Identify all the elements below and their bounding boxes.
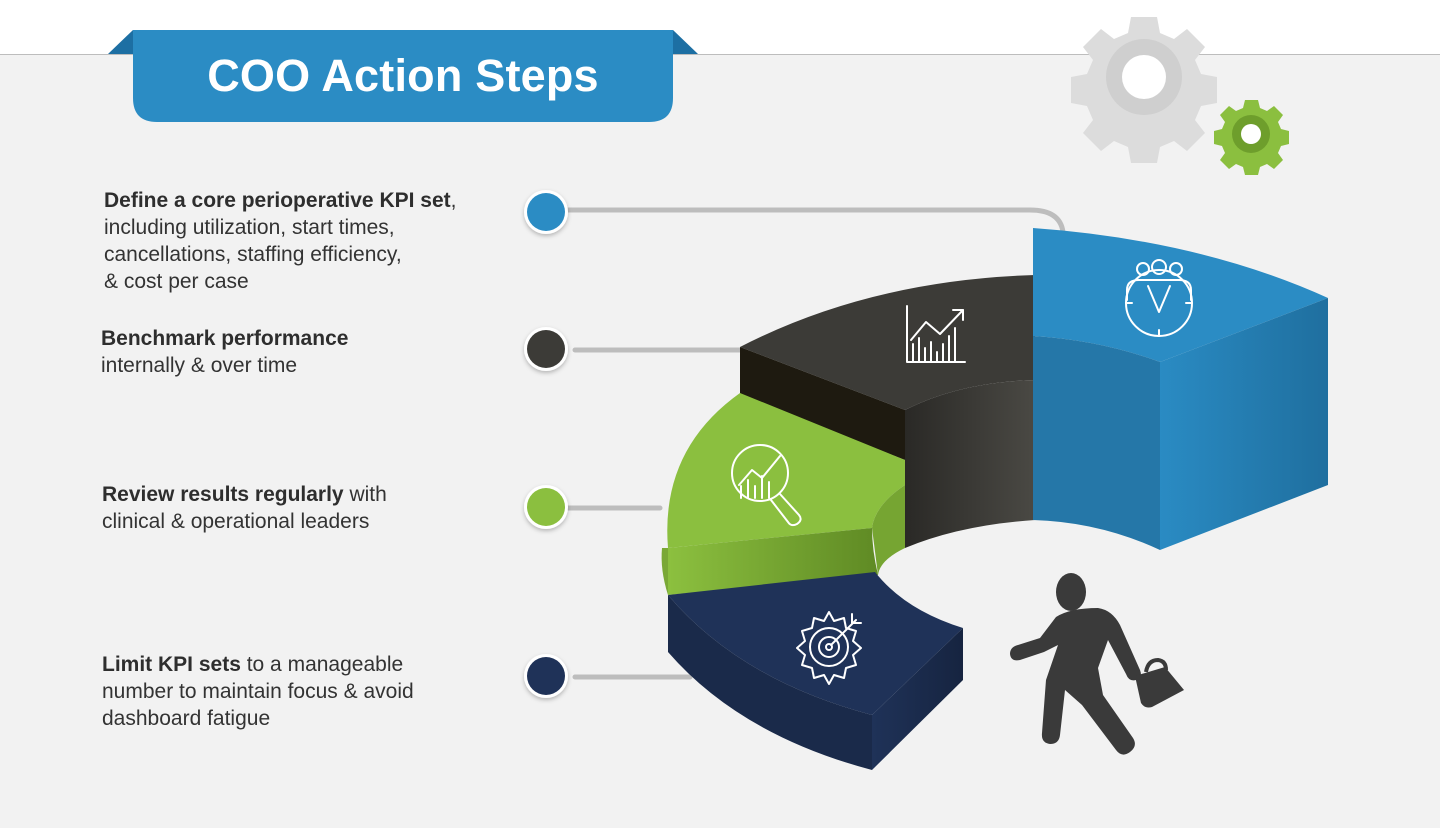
segment-charcoal-side xyxy=(740,347,905,460)
step-3-text: Review results regularly with clinical & … xyxy=(102,481,387,535)
segment-green-top xyxy=(667,393,905,548)
step-1-line-2: including utilization, start times, xyxy=(104,216,395,239)
step-1-line-4: & cost per case xyxy=(104,270,249,293)
segment-green-edge xyxy=(661,548,668,595)
segment-green-inner xyxy=(872,485,905,575)
step-dot-4 xyxy=(527,657,565,695)
banner-body xyxy=(133,30,673,122)
step-4-bold: Limit KPI sets xyxy=(102,653,241,676)
step-dot-3 xyxy=(527,488,565,526)
magnifier-chart-icon xyxy=(731,444,802,527)
segment-navy xyxy=(668,572,963,770)
step-dot-1 xyxy=(527,193,565,231)
step-3-line-2: clinical & operational leaders xyxy=(102,510,370,533)
segment-charcoal xyxy=(740,275,1035,548)
step-4-text: Limit KPI sets to a manageable number to … xyxy=(102,651,414,732)
gear-gray-icon xyxy=(1071,17,1217,163)
team-clock-icon xyxy=(1125,259,1193,337)
segment-blue-inner xyxy=(1033,336,1160,550)
walking-businessman-icon xyxy=(1010,573,1184,755)
banner-fold-left xyxy=(108,30,133,54)
segment-navy-top xyxy=(668,572,963,715)
step-4-line-2: number to maintain focus & avoid xyxy=(102,680,414,703)
step-2-text: Benchmark performance internally & over t… xyxy=(101,325,348,379)
step-1-line-3: cancellations, staffing efficiency, xyxy=(104,243,402,266)
segment-navy-end xyxy=(872,628,963,770)
segment-blue-top xyxy=(1033,228,1328,362)
page-title: COO Action Steps xyxy=(207,50,599,101)
segment-blue-front xyxy=(1160,298,1328,550)
step-4-line-3: dashboard fatigue xyxy=(102,707,271,730)
bar-chart-trend-icon xyxy=(906,305,966,363)
banner-fold-right xyxy=(673,30,698,54)
step-dots xyxy=(524,190,568,698)
step-3-bold: Review results regularly xyxy=(102,483,344,506)
gear-green-icon xyxy=(1214,100,1289,175)
connector-lines xyxy=(565,207,1066,680)
step-3-line-1: with xyxy=(343,483,387,506)
segment-charcoal-top xyxy=(740,275,1035,410)
step-2-bold: Benchmark performance xyxy=(101,327,349,350)
step-2-line-2: internally & over time xyxy=(101,354,298,377)
step-1-text: Define a core perioperative KPI set, incl… xyxy=(104,187,456,295)
segment-charcoal-inner xyxy=(905,380,1035,548)
segment-navy-side xyxy=(668,595,872,770)
connector-line-1 xyxy=(565,207,1066,235)
segment-blue xyxy=(1033,228,1328,550)
step-1-bold: Define a core perioperative KPI set xyxy=(104,189,451,212)
step-4-line-1: to a manageable xyxy=(240,653,404,676)
gear-target-icon xyxy=(796,611,862,685)
title-banner xyxy=(108,30,698,122)
step-dot-2 xyxy=(527,330,565,368)
step-1-line-1: , xyxy=(450,189,457,212)
